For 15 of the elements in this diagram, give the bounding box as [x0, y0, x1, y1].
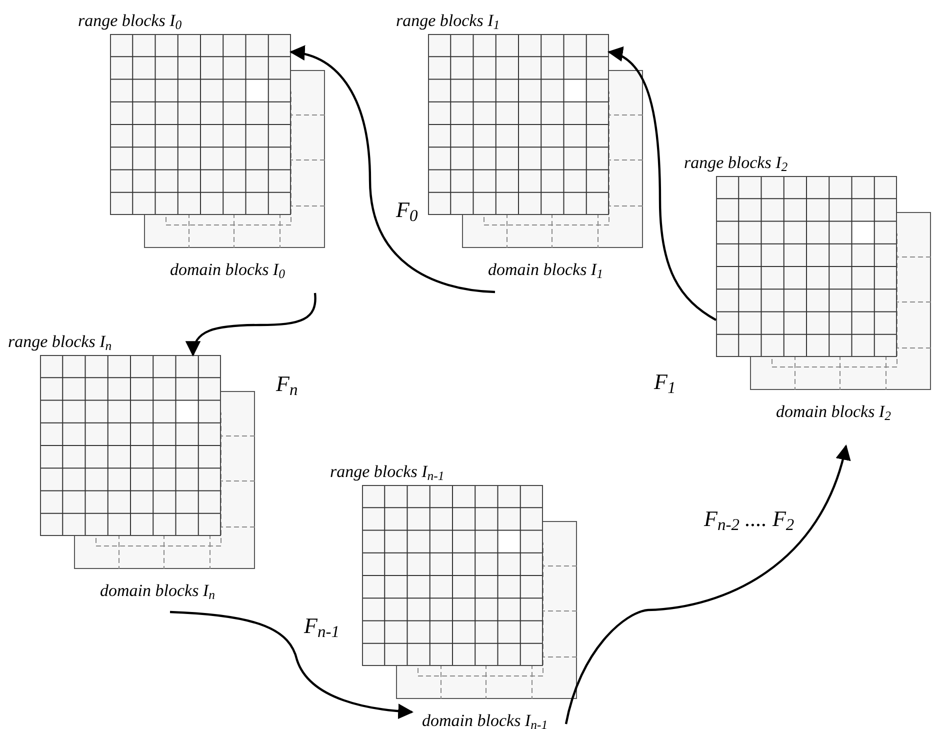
- curved-arrow: [170, 610, 414, 719]
- grid-label: range blocks I$_{1}$: [396, 11, 500, 31]
- grid-label: range blocks I$_{n-1}$: [330, 462, 444, 482]
- curved-arrow: [564, 444, 850, 724]
- grid-label: domain blocks I$_{n}$: [100, 581, 215, 601]
- grid-label: domain blocks I$_{2}$: [776, 402, 891, 422]
- curved-arrow: [289, 46, 496, 294]
- grid-label: range blocks I$_{2}$: [684, 153, 788, 173]
- grid-label: domain blocks I$_{1}$: [488, 260, 603, 280]
- grid-label: domain blocks I$_{n-1}$: [422, 711, 548, 729]
- grid-label: range blocks I$_{0}$: [78, 11, 182, 31]
- grid-label: range blocks I$_{n}$: [8, 332, 112, 352]
- grid-label: domain blocks I$_{0}$: [170, 260, 285, 280]
- curved-arrow: [608, 48, 717, 321]
- curved-arrow: [186, 292, 316, 357]
